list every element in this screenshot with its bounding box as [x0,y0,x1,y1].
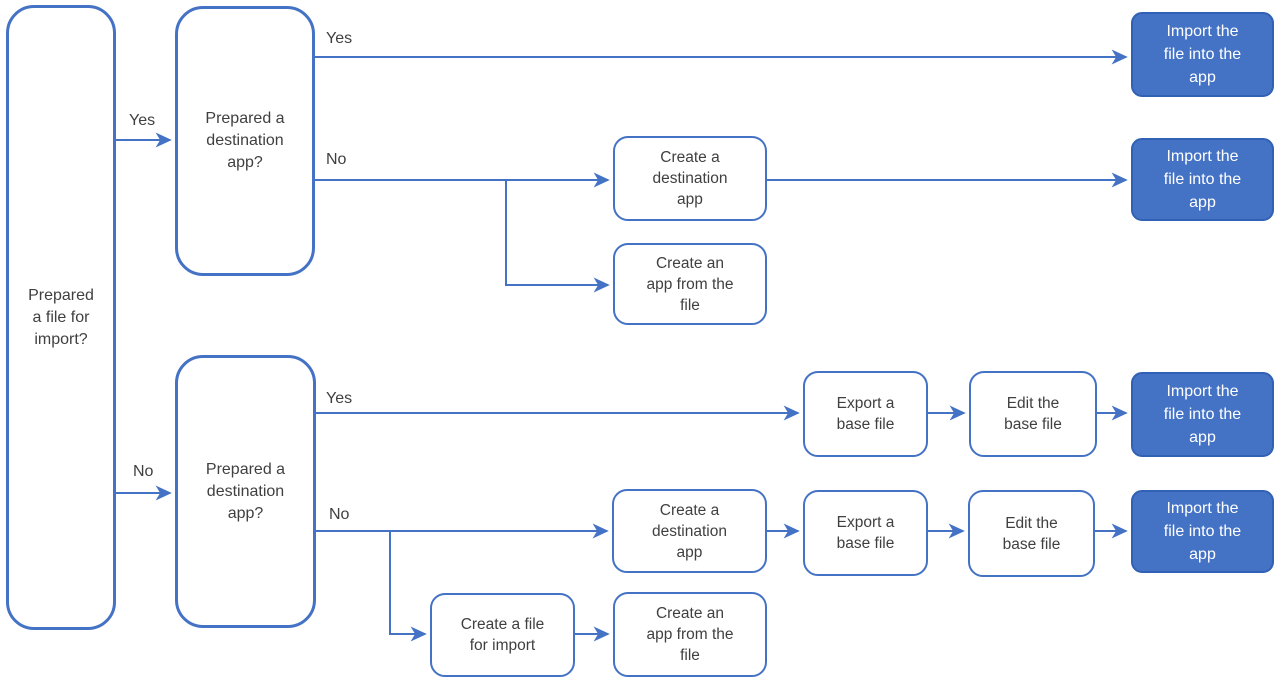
node-prepared-destination-question-top: Prepared a destination app? [175,6,315,276]
node-prepared-file-question: Prepared a file for import? [6,5,116,630]
edge-label-yes-file: Yes [129,112,156,129]
node-export-base-file-no: Export a base file [803,490,928,576]
node-prepared-destination-question-bottom: Prepared a destination app? [175,355,316,628]
edge-label-yes-dest-bottom: Yes [326,390,353,407]
node-edit-base-file-yes: Edit the base file [969,371,1097,457]
node-create-destination-app-top: Create a destination app [613,136,767,221]
node-create-destination-app-bottom: Create a destination app [612,489,767,573]
edge-label-no-dest-bottom: No [329,506,350,523]
edge-label-no-dest-top: No [326,151,347,168]
node-import-file-bottom-no: Import the file into the app [1131,490,1274,573]
connector-branch-createapp-top [505,180,610,293]
edge-label-no-file: No [133,463,154,480]
node-create-app-from-file-top: Create an app from the file [613,243,767,325]
node-edit-base-file-no: Edit the base file [968,490,1095,577]
edge-label-yes-dest-top: Yes [326,30,353,47]
connector-branch-createfile [389,531,427,642]
node-import-file-top-yes: Import the file into the app [1131,12,1274,97]
node-create-file-for-import: Create a file for import [430,593,575,677]
node-import-file-bottom-yes: Import the file into the app [1131,372,1274,457]
node-create-app-from-file-bottom: Create an app from the file [613,592,767,677]
node-export-base-file-yes: Export a base file [803,371,928,457]
node-import-file-top-no: Import the file into the app [1131,138,1274,221]
